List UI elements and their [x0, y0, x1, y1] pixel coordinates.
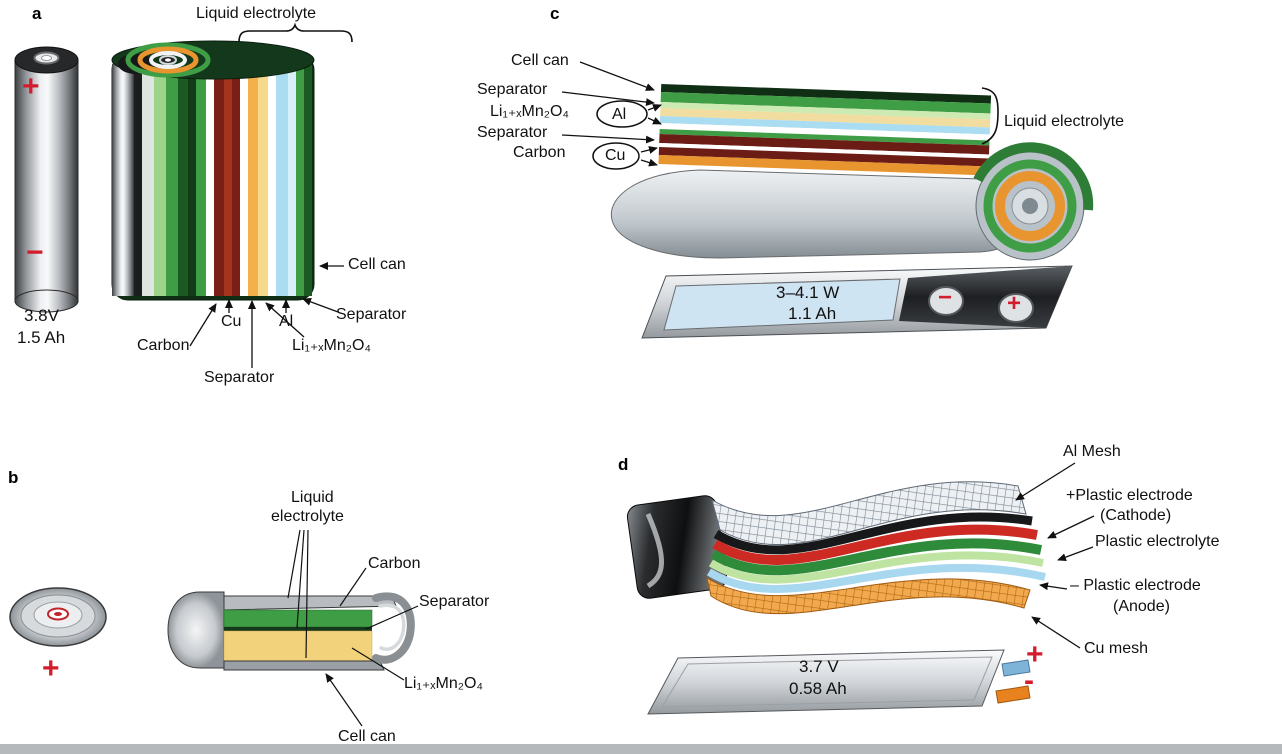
plus-sign-b: + [42, 652, 60, 685]
panel-letter-b: b [8, 468, 19, 487]
cu-oval [592, 142, 640, 170]
anode-arrow [1039, 582, 1068, 591]
separator-top-arrow [561, 91, 655, 107]
label-cu-mesh-d: Cu mesh [1084, 640, 1149, 657]
liquid-electrolyte-leader-2 [296, 529, 305, 629]
label-anode-d-line2: (Anode) [1113, 598, 1170, 615]
label-al-c: Al [612, 106, 627, 123]
label-anode-d-line1: – Plastic electrode [1070, 577, 1201, 594]
label-liquid-electrolyte-a: Liquid electrolyte [196, 5, 317, 22]
label-carbon-a: Carbon [137, 337, 190, 354]
label-cathode-d-line2: (Cathode) [1100, 507, 1172, 524]
label-separator-b: Separator [419, 593, 490, 610]
cu-mesh-arrow [1031, 616, 1081, 649]
positive-tab [1001, 659, 1031, 677]
panel-b-coin-cell [9, 587, 107, 647]
cu-mesh-layer [706, 576, 1031, 615]
cell-can-arrow [325, 673, 363, 727]
label-cathode-b: Li₁₊ₓMn₂O₄ [404, 675, 483, 692]
minus-terminal-sign-c: − [938, 284, 953, 311]
carbon-leader [339, 567, 367, 607]
label-cu-a: Cu [221, 313, 242, 330]
capacity-a: 1.5 Ah [17, 328, 66, 347]
al-arrow-1 [647, 104, 662, 112]
minus-sign-a: − [26, 236, 44, 269]
al-arrow-2 [647, 117, 662, 125]
panel-b-annotations [287, 529, 419, 727]
label-liquid-electrolyte-b-line2: electrolyte [271, 508, 344, 525]
panel-letter-d: d [618, 455, 629, 474]
plus-sign-d: + [1026, 638, 1044, 671]
label-liquid-electrolyte-c: Liquid electrolyte [1004, 113, 1125, 130]
cathode-arrow [1047, 515, 1095, 539]
panel-c-prismatic-can [641, 265, 1073, 339]
label-carbon-c: Carbon [513, 144, 566, 161]
black-layer [713, 512, 1033, 555]
panel-c-flat-wound-cell [610, 84, 1094, 261]
label-cathode-c: Li₁₊ₓMn₂O₄ [490, 103, 569, 120]
panel-d-flexible-cell [626, 481, 1046, 615]
voltage-a: 3.8V [24, 306, 59, 325]
anode-layer-2 [706, 563, 1046, 593]
capacity-c: 1.1 Ah [788, 304, 837, 323]
capacity-d: 0.58 Ah [789, 679, 847, 698]
liquid-electrolyte-leader-3 [305, 529, 309, 659]
carbon-leader [189, 303, 217, 347]
liquid-electrolyte-leader-1 [287, 529, 301, 599]
panel-letter-a: a [32, 4, 42, 23]
label-cell-can-a: Cell can [348, 256, 406, 273]
separator-leader [365, 605, 419, 630]
label-al-a: Al [279, 313, 294, 330]
label-cathode-a: Li₁₊ₓMn₂O₄ [292, 337, 371, 354]
cathode-layer [712, 524, 1038, 565]
minus-sign-d: - [1024, 664, 1034, 697]
label-cathode-d-line1: +Plastic electrode [1066, 487, 1193, 504]
panel-a-spiral-wound-cell [111, 40, 315, 301]
label-separator-side-a: Separator [336, 306, 407, 323]
al-mesh-arrow [1015, 462, 1076, 501]
electrolyte-layer [710, 538, 1042, 576]
label-al-mesh-d: Al Mesh [1063, 443, 1121, 460]
power-c: 3–4.1 W [776, 283, 840, 302]
label-separator-bottom-c: Separator [477, 124, 548, 141]
label-liquid-electrolyte-b-line1: Liquid [291, 489, 334, 506]
separator-bottom-arrow [561, 134, 655, 144]
cu-arrow-1 [640, 146, 658, 154]
label-cu-c: Cu [605, 147, 626, 164]
panel-a-cylindrical-battery [14, 46, 79, 313]
panel-d-pouch-cell [647, 649, 1031, 715]
label-electrolyte-d: Plastic electrolyte [1095, 533, 1220, 550]
minus-terminal [928, 286, 964, 316]
panel-a-annotations [189, 22, 353, 368]
label-carbon-b: Carbon [368, 555, 421, 572]
bottom-bar [0, 744, 1282, 754]
al-mesh-layer [711, 481, 1027, 546]
label-cell-can-b: Cell can [338, 728, 396, 745]
liquid-electrolyte-brace [238, 22, 353, 43]
al-oval [596, 100, 648, 128]
voltage-d: 3.7 V [799, 657, 839, 676]
cathode-leader [265, 302, 305, 338]
plus-terminal-sign-c: + [1007, 290, 1022, 317]
panel-c-annotations [561, 61, 999, 170]
cathode-leader [351, 647, 405, 681]
panel-letter-c: c [550, 4, 560, 23]
electrolyte-arrow [1057, 546, 1094, 561]
label-separator-top-c: Separator [477, 81, 548, 98]
plus-sign-a: + [22, 70, 40, 103]
liquid-electrolyte-bracket [981, 87, 999, 145]
jellyroll-curl [973, 142, 1094, 261]
separator-side-leader [302, 298, 339, 313]
negative-tab [995, 685, 1031, 704]
cu-arrow-2 [640, 158, 658, 167]
panel-d-annotations [1015, 462, 1095, 649]
label-separator-bottom-a: Separator [204, 369, 275, 386]
cell-can-arrow [579, 61, 655, 91]
label-cell-can-c: Cell can [511, 52, 569, 69]
plus-terminal [998, 293, 1034, 323]
panel-b-cross-section [167, 591, 415, 671]
anode-layer-1 [708, 551, 1044, 584]
